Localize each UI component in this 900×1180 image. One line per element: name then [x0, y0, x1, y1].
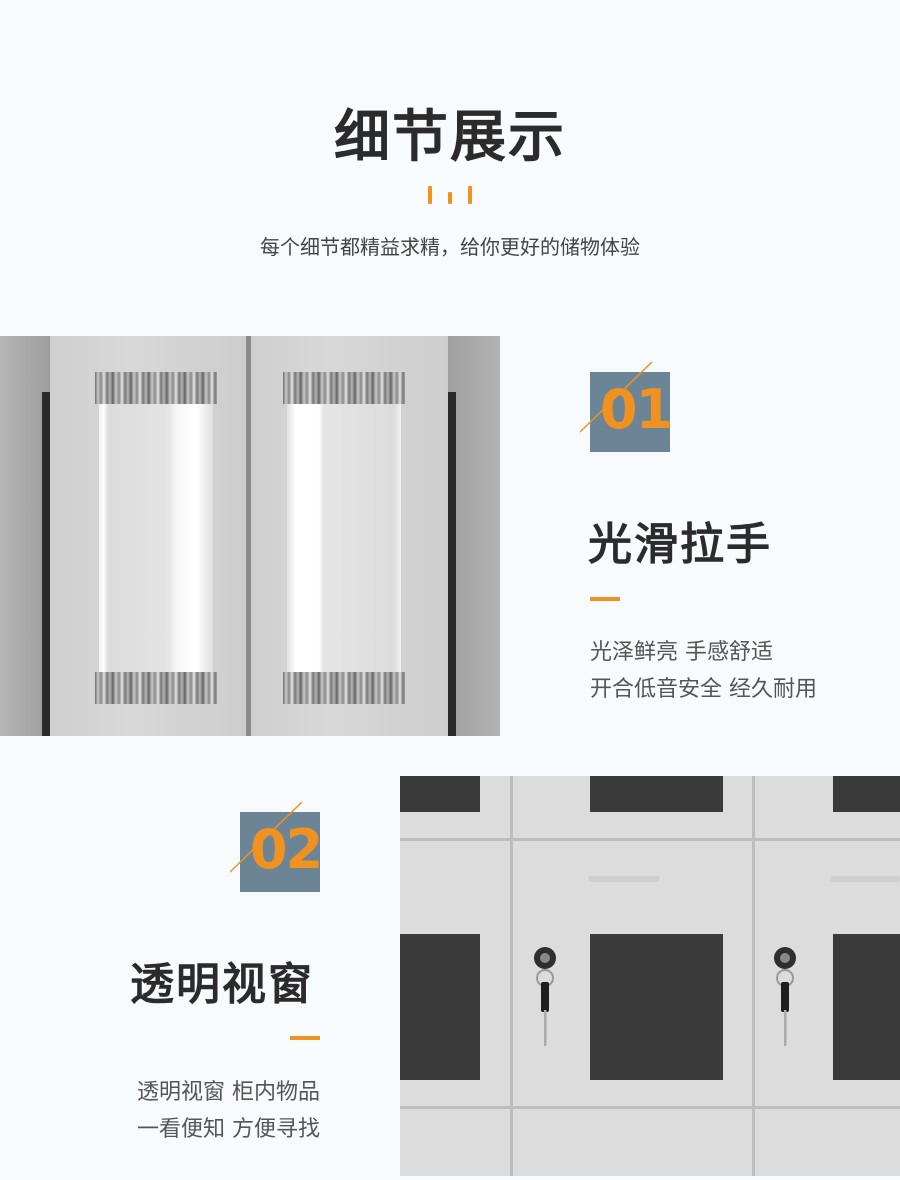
feature-title: 光滑拉手 — [588, 519, 772, 570]
feature-divider — [590, 597, 620, 601]
locker-windows-photo — [400, 776, 900, 1176]
feature-number-badge: 01 — [580, 362, 673, 452]
page-subtitle: 每个细节都精益求精，给你更好的储物体验 — [260, 235, 640, 259]
page-title: 细节展示 — [334, 105, 566, 170]
feature-description: 透明视窗 柜内物品 一看便知 方便寻找 — [137, 1080, 320, 1142]
lock-icon — [534, 947, 556, 1046]
feature-divider — [290, 1036, 320, 1040]
feature-number-badge: 02 — [230, 802, 323, 892]
feature-title: 透明视窗 — [130, 959, 314, 1010]
cabinet-handles-photo — [0, 336, 500, 736]
left-handle — [95, 372, 217, 704]
right-handle — [283, 372, 405, 704]
feature-description: 光泽鲜亮 手感舒适 开合低音安全 经久耐用 — [590, 640, 817, 702]
lock-icon — [774, 947, 796, 1046]
title-ornament — [428, 186, 474, 204]
